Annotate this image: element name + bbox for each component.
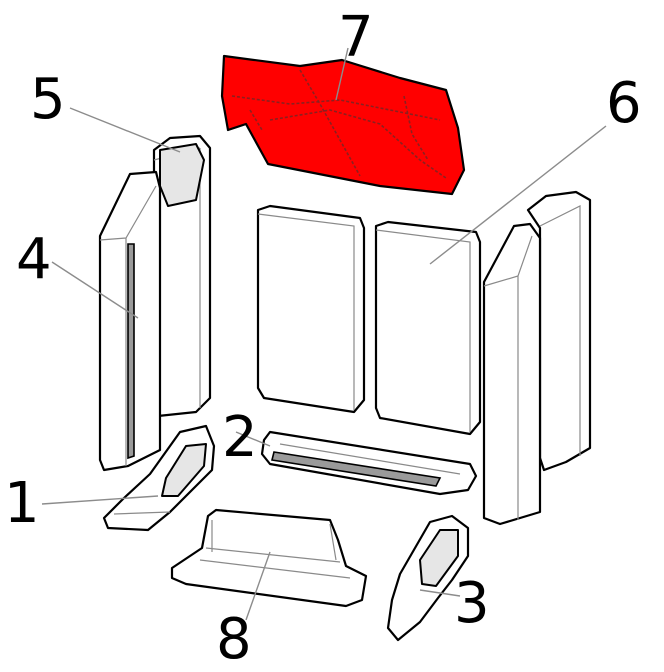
part-7-fracture-lines: [231, 69, 447, 179]
part-4-front-left-brick[interactable]: [98, 170, 162, 472]
rear-panel-left-shape: [256, 204, 366, 414]
callout-1: 1: [4, 471, 40, 536]
front-right-side-brick[interactable]: [482, 222, 542, 526]
part-6-rear-panel-right[interactable]: [374, 220, 482, 436]
part-8-front-sill[interactable]: [170, 508, 368, 608]
part-6-shape: [374, 220, 482, 436]
rear-panel-left[interactable]: [256, 204, 366, 414]
leader-4: [51, 261, 139, 319]
part-1-left-foot[interactable]: [102, 424, 216, 532]
leader-2: [235, 431, 271, 447]
part-2-grate[interactable]: [260, 430, 478, 496]
part-5-rear-left-brick[interactable]: [152, 134, 212, 418]
callout-5: 5: [30, 67, 66, 132]
part-8-shape: [170, 508, 368, 608]
front-right-brick-shape: [482, 222, 542, 526]
part-7-top-baffle[interactable]: [220, 54, 466, 196]
callout-3: 3: [454, 571, 490, 636]
callout-numbers: 1 2 3 4 5 6 7 8: [4, 5, 642, 672]
part-3-right-foot[interactable]: [386, 514, 470, 642]
leader-3: [419, 589, 461, 597]
callout-8: 8: [216, 607, 252, 672]
leader-7: [335, 47, 349, 101]
callout-2: 2: [222, 405, 258, 470]
leader-lines: [41, 47, 607, 621]
callout-7: 7: [338, 5, 374, 70]
callout-6: 6: [606, 71, 642, 136]
callout-4: 4: [16, 227, 52, 292]
leader-8: [245, 551, 271, 621]
leader-1: [41, 495, 159, 505]
leader-6: [429, 125, 607, 265]
part-7-shape: [220, 54, 466, 196]
leader-5: [69, 107, 181, 153]
